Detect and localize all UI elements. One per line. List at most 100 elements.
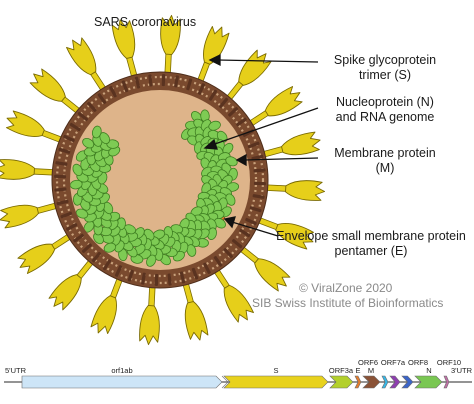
membrane-protein <box>121 80 129 93</box>
nucleoprotein-coil <box>70 109 240 267</box>
spike-trimer <box>17 232 74 274</box>
membrane-protein <box>91 251 102 263</box>
lipid-bilayer-dots-inner <box>62 82 258 278</box>
gene-n-segment <box>414 375 443 389</box>
membrane-proteins <box>54 74 266 286</box>
membrane-protein <box>60 211 73 219</box>
spike-label-line1: Spike glycoprotein <box>333 53 437 67</box>
membrane-protein <box>54 174 67 179</box>
nucleoprotein <box>82 137 95 149</box>
gene-label-orf10: ORF10 <box>437 358 461 367</box>
gene-orf10-segment <box>443 375 450 389</box>
spike-trimer <box>181 279 209 341</box>
spike-trimer <box>5 110 66 144</box>
spike-trimer <box>0 159 57 180</box>
gene-label-orf7a: ORF7a <box>381 358 406 367</box>
membrane-label: Membrane protein (M) <box>310 146 460 176</box>
membrane-protein <box>63 134 75 143</box>
spike-trimer <box>90 274 124 335</box>
membrane-protein <box>239 228 251 238</box>
membrane-protein <box>235 117 247 127</box>
nucleoprotein <box>214 217 226 229</box>
membrane-protein <box>208 89 218 101</box>
spike-trimer <box>48 257 96 311</box>
membrane-protein <box>55 161 68 166</box>
membrane-protein <box>253 181 266 186</box>
membrane-protein <box>69 122 81 132</box>
spike-label: Spike glycoprotein trimer (S) <box>310 53 460 83</box>
nucleoprotein <box>70 179 83 190</box>
gene-label-orf8: ORF8 <box>408 358 428 367</box>
membrane-protein <box>148 74 153 87</box>
orf1ab-frameshift-mark <box>221 375 229 389</box>
gene-label-orf3a: ORF3a <box>329 366 354 375</box>
membrane-protein <box>81 243 92 254</box>
spike-trimer <box>139 283 160 346</box>
spike-arrow <box>217 59 319 63</box>
membrane-protein <box>56 199 69 206</box>
membrane-protein <box>114 265 123 277</box>
membrane-protein <box>249 206 262 213</box>
membrane-protein <box>223 248 234 259</box>
membrane-protein <box>191 267 199 280</box>
spike-trimer <box>196 25 230 86</box>
utr3-label: 3'UTR <box>451 366 473 375</box>
lipid-bilayer-dots <box>55 75 265 285</box>
gene-label-n: N <box>426 366 431 375</box>
gene-label-m: M <box>368 366 374 375</box>
membrane-protein <box>154 273 159 286</box>
gene-label-e: E <box>355 366 360 375</box>
membrane-arrow <box>244 157 319 161</box>
gene-s-segment <box>223 375 329 389</box>
nucleoprotein <box>186 244 197 257</box>
membrane-protein <box>54 187 67 192</box>
membrane-protein <box>213 255 223 267</box>
envelope-label-line1: Envelope small membrane protein <box>276 229 466 243</box>
gene-m-segment <box>362 375 381 389</box>
title: SARS coronavirus <box>94 15 197 29</box>
membrane-protein <box>203 262 211 274</box>
nucleoprotein <box>208 120 221 131</box>
membrane-protein <box>86 101 97 112</box>
envelope-label: Envelope small membrane protein pentamer… <box>268 229 474 259</box>
credit-line1: © ViralZone 2020 <box>299 281 393 295</box>
membrane-protein <box>77 111 89 122</box>
nucleoprotein-label: Nucleoprotein (N) and RNA genome <box>310 95 460 125</box>
membrane-protein <box>58 147 71 154</box>
membrane-protein <box>97 93 107 105</box>
gene-orf3a-segment <box>329 375 354 389</box>
spike-trimer <box>29 68 83 116</box>
spike-trimer <box>263 180 326 201</box>
nucleoprotein-label-line1: Nucleoprotein (N) <box>336 95 434 109</box>
spike-trimer <box>259 131 321 159</box>
nucleoprotein-label-line2: and RNA genome <box>335 110 435 124</box>
membrane-protein <box>174 75 179 88</box>
spike-trimer <box>212 266 254 323</box>
membrane-protein <box>228 106 239 117</box>
gene-label-orf6: ORF6 <box>358 358 378 367</box>
gene-orf7a-segment <box>389 375 401 389</box>
membrane-protein <box>252 194 265 199</box>
membrane-protein <box>251 154 264 161</box>
spike-trimer <box>160 14 181 77</box>
membrane-protein <box>141 272 146 285</box>
envelope-arrow <box>231 221 279 237</box>
spike-label-line2: trimer (S) <box>358 68 412 82</box>
spike-trimer <box>246 86 303 128</box>
membrane-protein <box>245 217 257 226</box>
spike-trimer <box>0 201 61 229</box>
membrane-protein <box>134 76 141 89</box>
gene-orf6-segment <box>381 375 389 389</box>
envelope-label-line2: pentamer (E) <box>334 244 408 258</box>
membrane-protein <box>231 238 243 249</box>
gene-e-segment <box>354 375 362 389</box>
gene-orf1ab-segment <box>21 375 223 389</box>
membrane-label-line1: Membrane protein <box>334 146 436 160</box>
membrane-protein <box>161 74 166 87</box>
membrane-protein <box>127 269 134 282</box>
credit-line2: SIB Swiss Institute of Bioinformatics <box>252 296 444 310</box>
membrane-protein <box>218 97 229 109</box>
